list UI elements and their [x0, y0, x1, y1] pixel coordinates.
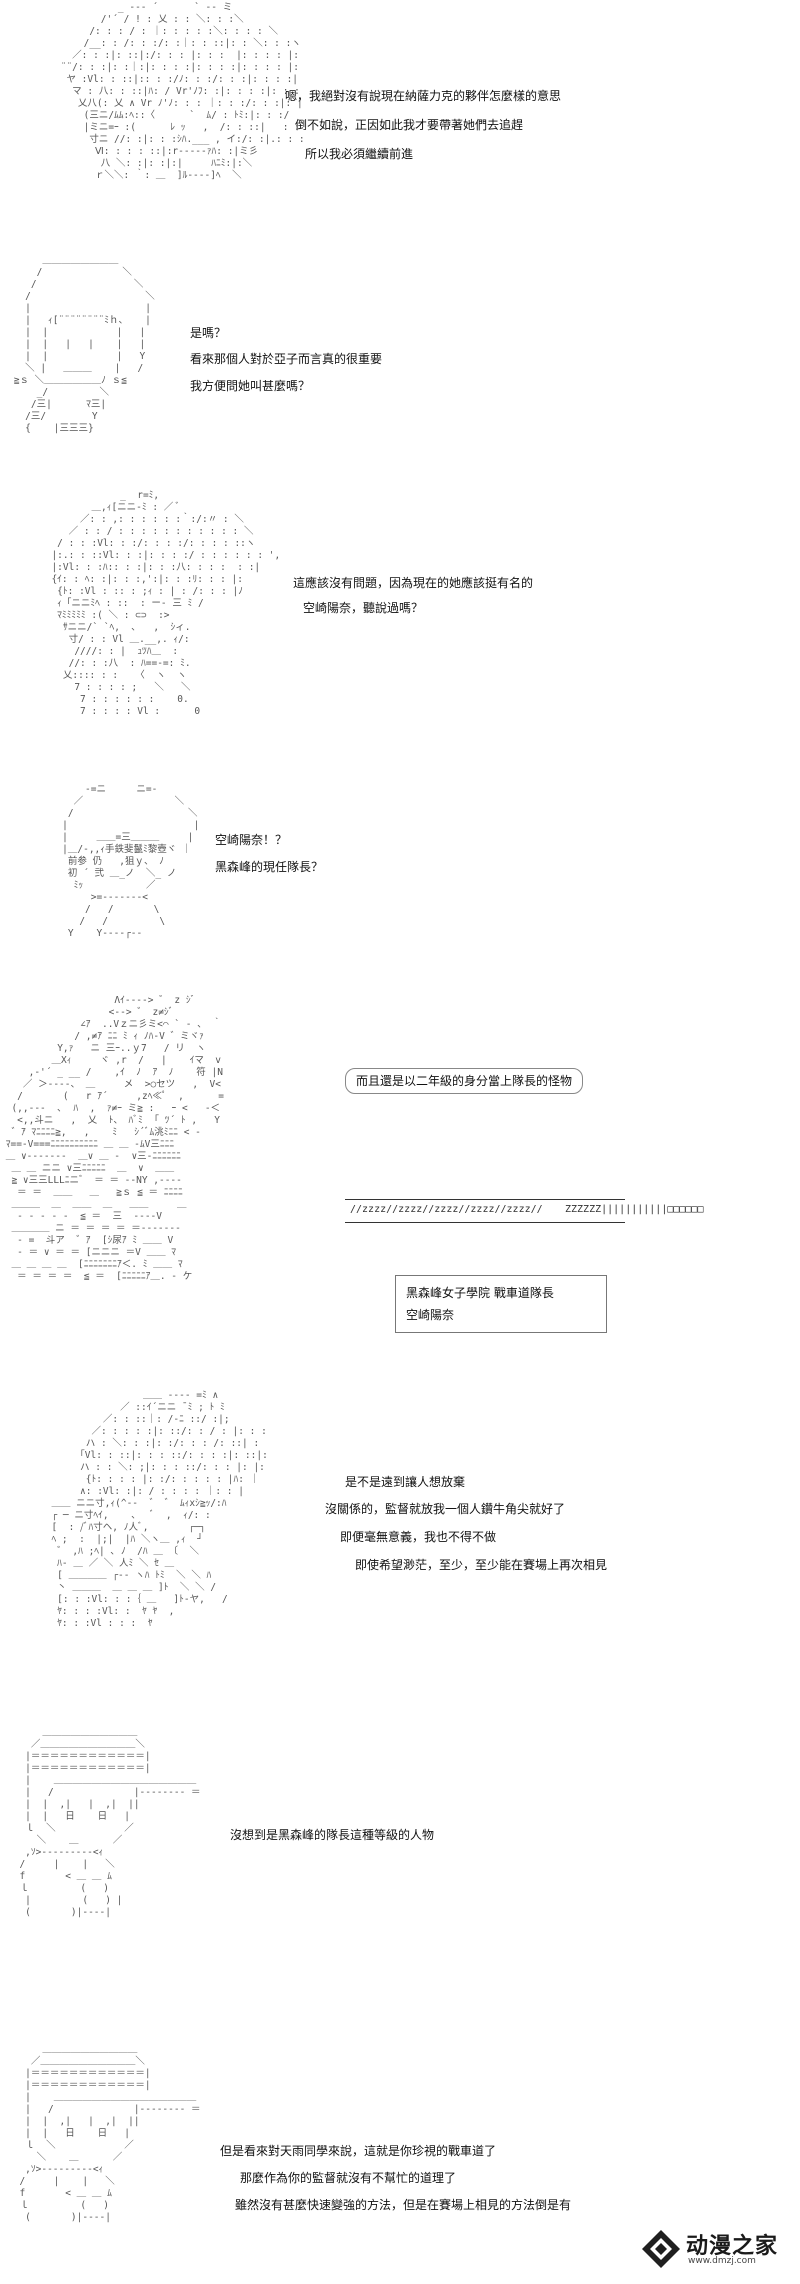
ascii-art-character: ＿＿ -‐‐‐ =ﾐ ∧ ／ ::ｲ´ニニ ̄ ﾐ ; ﾄ ﾐ ／: : ::｜…: [51, 1390, 268, 1629]
dialogue-line: 我方便問她叫甚麼嗎？: [190, 379, 311, 393]
dialogue-line: 空崎陽奈，聽說過嗎？: [303, 601, 424, 615]
dialogue-line: 看來那個人對於亞子而言真的很重要: [190, 352, 383, 366]
dialogue-line: 那麼作為你的監督就沒有不幫忙的道理了: [240, 2171, 457, 2185]
panel-4: ‐=ニ ￣￣ ニ=‐ ／ ＼ / ＼ | | | ＿＿=三＿＿＿ | |＿/-,…: [0, 780, 800, 990]
beam-text: //zzzz//zzzz//zzzz//zzzz//zzzz//: [350, 1204, 543, 1215]
speech-bubble: 而且還是以二年級的身分當上隊長的怪物: [345, 1068, 584, 1094]
dialogue-line: 即使希望渺茫，至少，至少能在賽場上再次相見: [355, 1558, 608, 1572]
ascii-art-character: Λｲ‐‐‐‐> ゛ z ｼﾞ <‐‐> ゛ z≠ｼﾞ ∠ｱ ..Vｚニ彡ミ<⌒ …: [5, 995, 224, 1282]
ascii-art-character: ＿＿＿＿＿＿＿＿＿＿ ／＿＿＿＿＿＿＿＿＿＿＼ |＝＝＝＝＝＝＝＝＝＝＝＝| |…: [19, 1727, 201, 1918]
dialogue-line: 是不是遠到讓人想放棄: [345, 1475, 466, 1489]
panel-6: ＿＿ -‐‐‐ =ﾐ ∧ ／ ::ｲ´ニニ ̄ ﾐ ; ﾄ ﾐ ／: : ::｜…: [0, 1390, 800, 1700]
caption-title: 黑森峰女子學院 戰車道隊長: [406, 1286, 554, 1300]
brand-mark-icon: [642, 2230, 680, 2268]
beam-frame: [345, 1199, 625, 1223]
dialogue-line: 沒關係的，監督就放我一個人鑽牛角尖就好了: [325, 1502, 566, 1516]
beam-text: ZZZZZZ|||||||||||□□□□□□: [565, 1204, 704, 1215]
panel-3: _ r=ﾐ, ＿,ｨ[ニニ-ﾐ : ／ ﾞ ／: : ,: : : : : :｀…: [0, 490, 800, 770]
panel-2: ＿＿＿＿＿＿＿＿ / ＼ / ＼ / ＼ | | | ｨ[¨¨¨¨¨¨¨¨ﾐｈ、…: [0, 245, 800, 485]
panel-7: ＿＿＿＿＿＿＿＿＿＿ ／＿＿＿＿＿＿＿＿＿＿＼ |＝＝＝＝＝＝＝＝＝＝＝＝| |…: [0, 1705, 800, 2005]
watermark-url: www.dmzj.com: [688, 2256, 756, 2266]
panel-1: _ -‐‐ ´ ￣ ￣ ` ‐- ミ /'´ / ! : 乂 : : ＼: : …: [0, 0, 800, 235]
dialogue-line: 倒不如說，正因如此我才要帶著她們去追趕: [295, 118, 524, 132]
dialogue-line: 但是看來對天雨同學來說，這就是你珍視的戰車道了: [220, 2144, 497, 2158]
dialogue-line: 沒想到是黑森峰的隊長這種等級的人物: [230, 1828, 435, 1842]
caption-name: 空崎陽奈: [406, 1308, 455, 1322]
ascii-art-character: _ r=ﾐ, ＿,ｨ[ニニ-ﾐ : ／ ﾞ ／: : ,: : : : : :｀…: [51, 490, 281, 717]
dialogue-line: 嗯，我絕對沒有說現在納薩力克的夥伴怎麼樣的意思: [285, 89, 562, 103]
ascii-art-character: _ -‐‐ ´ ￣ ￣ ` ‐- ミ /'´ / ! : 乂 : : ＼: : …: [60, 2, 305, 181]
character-caption-box: 黑森峰女子學院 戰車道隊長 空崎陽奈: [395, 1275, 607, 1333]
dialogue-line: 空崎陽奈！？: [215, 833, 288, 847]
dialogue-line: 即便毫無意義，我也不得不做: [340, 1530, 497, 1544]
dialogue-line: 這應該沒有問題，因為現在的她應該挺有名的: [293, 576, 534, 590]
dialogue-line: 是嗎？: [190, 326, 227, 340]
ascii-art-character: ＿＿＿＿＿＿＿＿＿＿ ／＿＿＿＿＿＿＿＿＿＿＼ |＝＝＝＝＝＝＝＝＝＝＝＝| |…: [19, 2044, 201, 2223]
watermark-brand: 动漫之家: [686, 2234, 779, 2259]
dialogue-line: 雖然沒有甚麼快速變強的方法，但是在賽場上相見的方法倒是有: [235, 2198, 572, 2212]
watermark-logo: 动漫之家 www.dmzj.com: [640, 2226, 790, 2272]
dialogue-line: 黑森峰的現任隊長？: [215, 860, 324, 874]
ascii-art-character: ＿＿＿＿＿＿＿＿ / ＼ / ＼ / ＼ | | | ｨ[¨¨¨¨¨¨¨¨ﾐｈ、…: [13, 255, 155, 434]
panel-8: ＿＿＿＿＿＿＿＿＿＿ ／＿＿＿＿＿＿＿＿＿＿＼ |＝＝＝＝＝＝＝＝＝＝＝＝| |…: [0, 2010, 800, 2282]
panel-5: Λｲ‐‐‐‐> ゛ z ｼﾞ <‐‐> ゛ z≠ｼﾞ ∠ｱ ..Vｚニ彡ミ<⌒ …: [0, 995, 800, 1380]
ascii-art-character: ‐=ニ ￣￣ ニ=‐ ／ ＼ / ＼ | | | ＿＿=三＿＿＿ | |＿/-,…: [62, 784, 200, 939]
dialogue-line: 所以我必須繼續前進: [305, 147, 414, 161]
